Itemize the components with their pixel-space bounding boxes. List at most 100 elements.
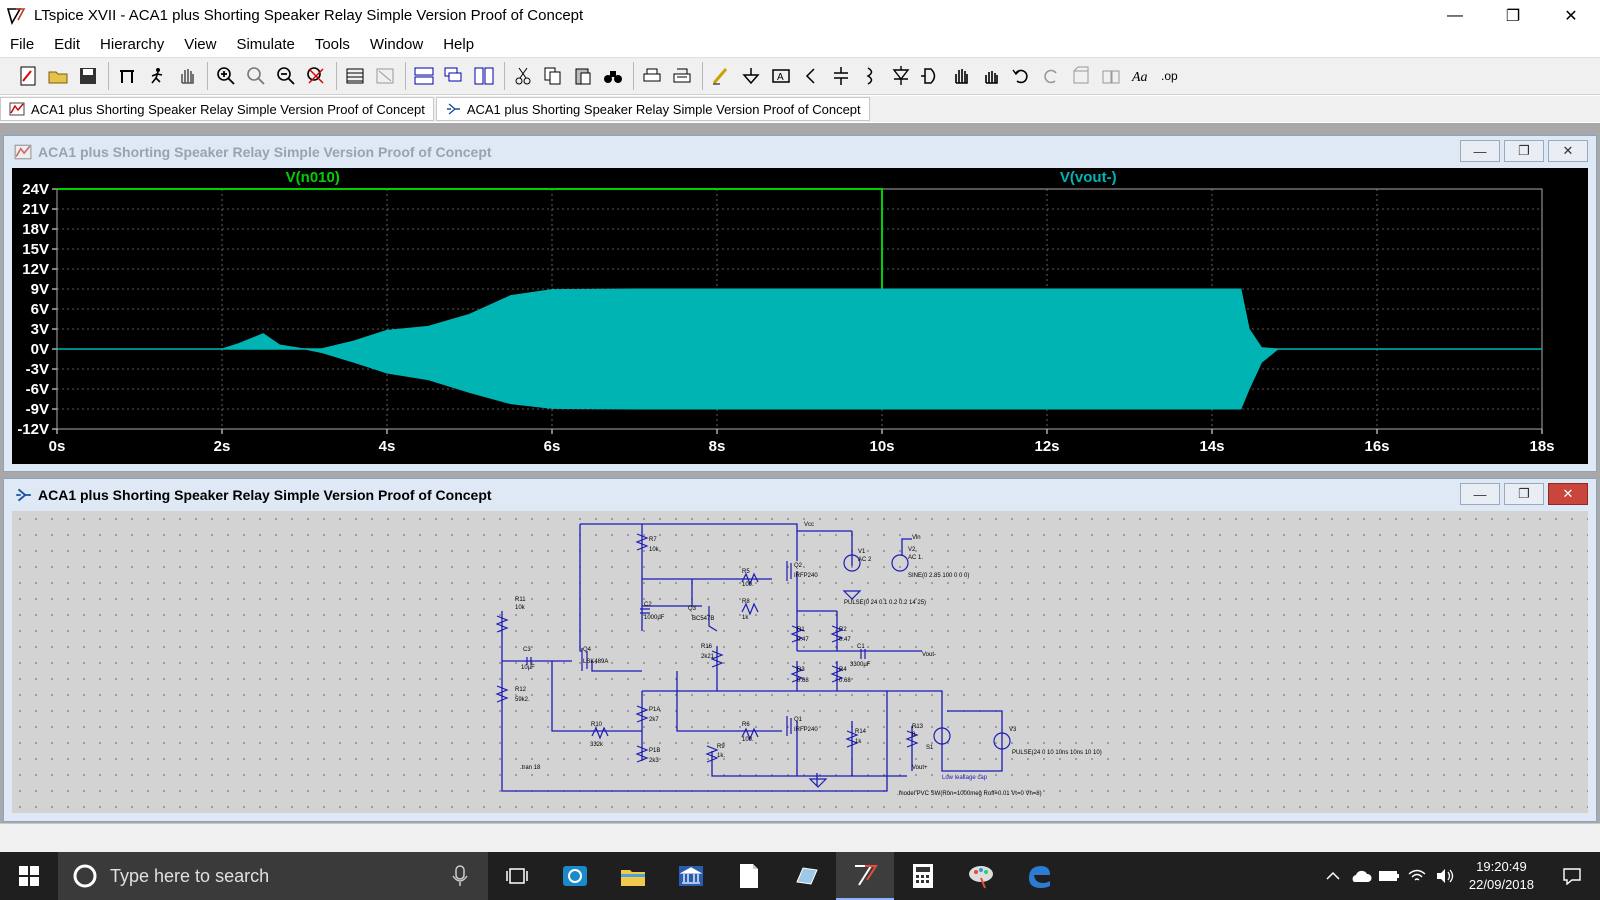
waveform-minimize-button[interactable]: — bbox=[1460, 140, 1500, 162]
drag-hand-icon[interactable] bbox=[977, 62, 1005, 90]
status-bar bbox=[0, 823, 1600, 852]
halt-hand-icon[interactable] bbox=[173, 62, 201, 90]
minimize-button[interactable]: — bbox=[1447, 6, 1463, 24]
menu-file[interactable]: File bbox=[10, 35, 35, 53]
menu-edit[interactable]: Edit bbox=[54, 35, 81, 53]
zoom-in-icon[interactable] bbox=[212, 62, 240, 90]
schematic-label: Vcc bbox=[804, 522, 814, 528]
find-binoculars-icon[interactable] bbox=[599, 62, 627, 90]
paint-palette-icon[interactable] bbox=[952, 852, 1010, 900]
schematic-window-titlebar[interactable]: ACA1 plus Shorting Speaker Relay Simple … bbox=[4, 479, 1596, 511]
ground-icon[interactable] bbox=[737, 62, 765, 90]
new-schematic-icon[interactable] bbox=[14, 62, 42, 90]
cut-icon[interactable] bbox=[509, 62, 537, 90]
schematic-label: 10k bbox=[649, 547, 660, 553]
outlook-icon[interactable] bbox=[546, 852, 604, 900]
bank-app-icon[interactable] bbox=[662, 852, 720, 900]
menu-tools[interactable]: Tools bbox=[314, 35, 350, 53]
pan-icon[interactable] bbox=[242, 62, 270, 90]
cascade-icon[interactable] bbox=[440, 62, 468, 90]
open-folder-icon[interactable] bbox=[44, 62, 72, 90]
menu-help[interactable]: Help bbox=[443, 35, 475, 53]
paste-icon[interactable] bbox=[569, 62, 597, 90]
tab-waveform[interactable]: ACA1 plus Shorting Speaker Relay Simple … bbox=[0, 97, 434, 121]
mirror-icon[interactable] bbox=[1097, 62, 1125, 90]
control-panel-icon[interactable] bbox=[113, 62, 141, 90]
schematic-label: .tran 18 bbox=[520, 765, 541, 771]
waveform-maximize-button[interactable]: ❐ bbox=[1504, 140, 1544, 162]
menu-window[interactable]: Window bbox=[369, 35, 424, 53]
calculator-icon[interactable] bbox=[894, 852, 952, 900]
run-icon[interactable] bbox=[143, 62, 171, 90]
schematic-label: R11 bbox=[515, 597, 526, 603]
microphone-icon[interactable] bbox=[450, 864, 470, 888]
schematic-close-button[interactable]: ✕ bbox=[1548, 483, 1588, 505]
waveform-window-titlebar[interactable]: ACA1 plus Shorting Speaker Relay Simple … bbox=[4, 136, 1596, 168]
schematic-minimize-button[interactable]: — bbox=[1460, 483, 1500, 505]
schematic-maximize-button[interactable]: ❐ bbox=[1504, 483, 1544, 505]
x-tick-label: 10s bbox=[869, 438, 894, 455]
battery-icon[interactable] bbox=[1375, 852, 1403, 900]
svg-text:Aa: Aa bbox=[1131, 70, 1148, 85]
component-icon[interactable] bbox=[917, 62, 945, 90]
taskbar-search-box[interactable]: Type here to search bbox=[58, 852, 488, 900]
schematic-window-controls: — ❐ ✕ bbox=[1456, 483, 1588, 505]
draw-wire-icon[interactable] bbox=[707, 62, 735, 90]
wifi-icon[interactable] bbox=[1403, 852, 1431, 900]
zoom-fit-icon[interactable] bbox=[302, 62, 330, 90]
schematic-label: 0.47 bbox=[797, 637, 809, 643]
file-explorer-icon[interactable] bbox=[604, 852, 662, 900]
action-center-icon[interactable] bbox=[1544, 852, 1600, 900]
notepad-icon[interactable] bbox=[720, 852, 778, 900]
task-view-icon[interactable] bbox=[488, 852, 546, 900]
chevron-up-icon[interactable] bbox=[1319, 852, 1347, 900]
schematic-label: Low leakage cap bbox=[942, 775, 988, 781]
schematic-label: 1000µF bbox=[644, 615, 665, 621]
move-hand-icon[interactable] bbox=[947, 62, 975, 90]
grid-icon[interactable] bbox=[371, 62, 399, 90]
taskbar-clock[interactable]: 19:20:49 22/09/2018 bbox=[1459, 858, 1544, 894]
waveform-close-button[interactable]: ✕ bbox=[1548, 140, 1588, 162]
tile-vertical-icon[interactable] bbox=[470, 62, 498, 90]
sketch-app-icon[interactable] bbox=[778, 852, 836, 900]
undo-icon[interactable] bbox=[1007, 62, 1035, 90]
close-button[interactable]: ✕ bbox=[1564, 7, 1578, 25]
inductor-icon[interactable] bbox=[857, 62, 885, 90]
schematic-label: AC 2 bbox=[858, 557, 872, 563]
tab-schematic[interactable]: ACA1 plus Shorting Speaker Relay Simple … bbox=[435, 97, 870, 121]
volume-icon[interactable] bbox=[1431, 852, 1459, 900]
schematic-label: .model PVC SW(Ron=1000meg Roff=0.01 Vt=0… bbox=[897, 791, 1042, 797]
edge-browser-icon[interactable] bbox=[1010, 852, 1068, 900]
redo-icon[interactable] bbox=[1037, 62, 1065, 90]
zoom-out-icon[interactable] bbox=[272, 62, 300, 90]
save-icon[interactable] bbox=[74, 62, 102, 90]
start-button[interactable] bbox=[0, 852, 58, 900]
search-placeholder: Type here to search bbox=[110, 865, 270, 886]
schematic-label: LSK489A bbox=[583, 659, 608, 665]
menu-view[interactable]: View bbox=[184, 35, 217, 53]
tile-horizontal-icon[interactable] bbox=[410, 62, 438, 90]
autorange-icon[interactable] bbox=[341, 62, 369, 90]
capacitor-symbol-icon[interactable] bbox=[827, 62, 855, 90]
maximize-button[interactable]: ❐ bbox=[1505, 7, 1521, 25]
rotate-icon[interactable] bbox=[1067, 62, 1095, 90]
series-line-vn010 bbox=[57, 188, 883, 289]
ltspice-taskbar-icon[interactable] bbox=[836, 852, 894, 900]
copy-icon[interactable] bbox=[539, 62, 567, 90]
print-icon[interactable] bbox=[638, 62, 666, 90]
y-tick-label: 24V bbox=[22, 181, 49, 198]
diode-icon[interactable] bbox=[887, 62, 915, 90]
spice-directive-icon[interactable]: .op bbox=[1157, 62, 1185, 90]
label-net-icon[interactable]: A bbox=[767, 62, 795, 90]
menu-simulate[interactable]: Simulate bbox=[236, 35, 295, 53]
onedrive-cloud-icon[interactable] bbox=[1347, 852, 1375, 900]
print-setup-icon[interactable] bbox=[668, 62, 696, 90]
capacitor-icon[interactable] bbox=[797, 62, 825, 90]
schematic-window: ACA1 plus Shorting Speaker Relay Simple … bbox=[3, 478, 1597, 822]
menu-hierarchy[interactable]: Hierarchy bbox=[100, 35, 165, 53]
text-icon[interactable]: Aa bbox=[1127, 62, 1155, 90]
